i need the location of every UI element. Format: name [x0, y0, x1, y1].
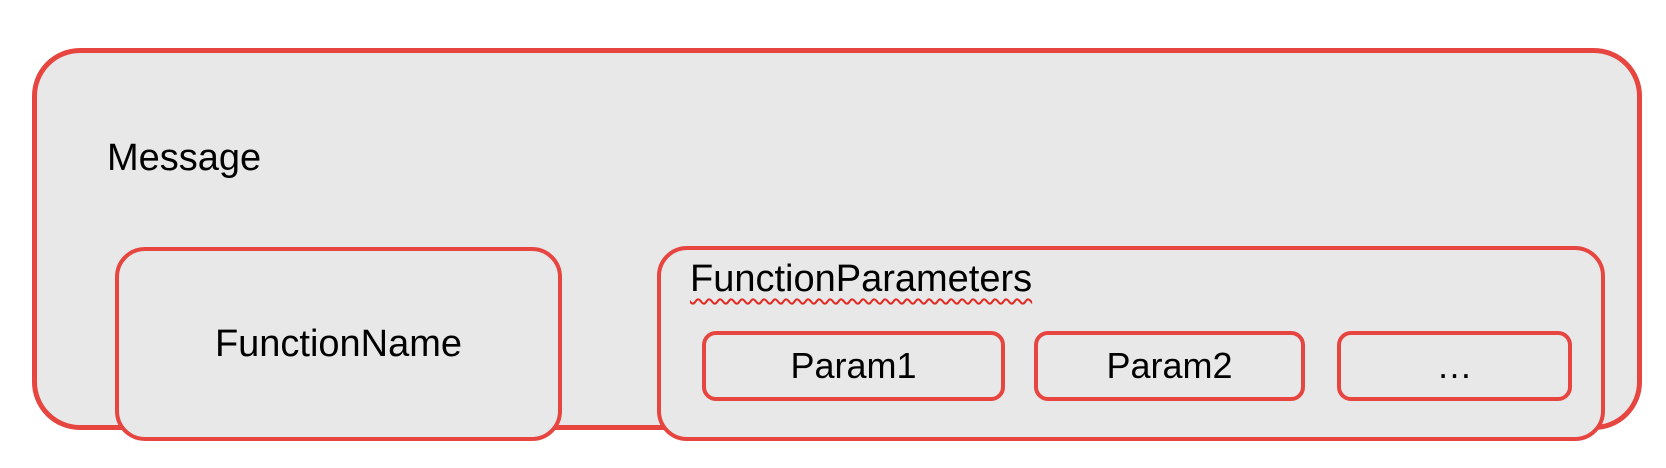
function-parameters-label: FunctionParameters — [690, 258, 1032, 302]
param-ellipsis-label: … — [1436, 345, 1473, 386]
param-ellipsis-box[interactable]: … — [1337, 331, 1572, 401]
function-parameters-box[interactable]: FunctionParameters Param1 Param2 … — [657, 246, 1605, 441]
param1-label: Param1 — [790, 345, 917, 386]
function-name-box[interactable]: FunctionName — [115, 247, 562, 441]
message-label: Message — [107, 137, 262, 179]
function-name-label: FunctionName — [214, 322, 463, 365]
param2-box[interactable]: Param2 — [1034, 331, 1305, 401]
message-box[interactable]: Message FunctionName FunctionParameters … — [32, 48, 1642, 441]
function-parameters-label-text: FunctionParameters — [690, 258, 1033, 300]
param2-label: Param2 — [1106, 345, 1233, 386]
param1-box[interactable]: Param1 — [702, 331, 1005, 401]
